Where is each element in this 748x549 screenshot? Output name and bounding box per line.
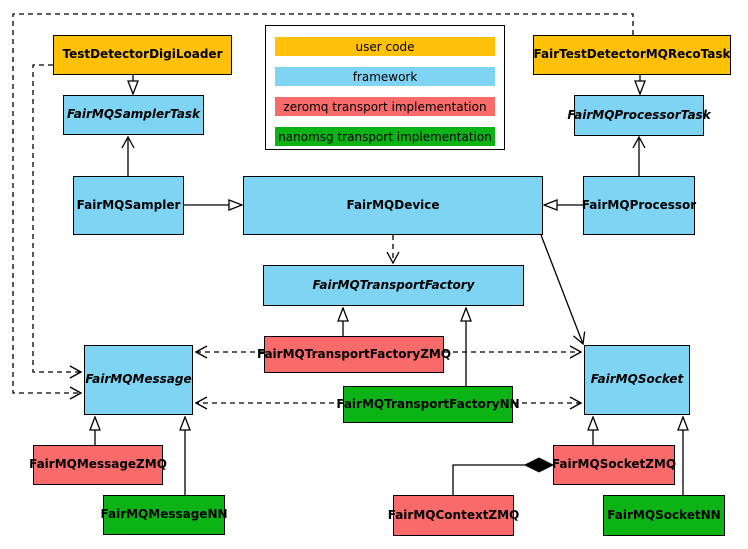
- node-fairmq-device: FairMQDevice: [243, 176, 543, 235]
- node-fairmq-sampler-task: FairMQSamplerTask: [63, 95, 204, 135]
- node-fairmq-transport-factory-nn: FairMQTransportFactoryNN: [336, 386, 520, 423]
- node-fair-test-detector-mq-reco-task: FairTestDetectorMQRecoTask: [533, 35, 731, 75]
- composition-diamond-icon: [523, 457, 555, 473]
- node-fairmq-transport-factory-zmq: FairMQTransportFactoryZMQ: [257, 336, 451, 373]
- edge-socketzmq-composes-contextzmq: [452, 457, 555, 495]
- node-test-detector-digi-loader: TestDetectorDigiLoader: [53, 35, 232, 75]
- legend-item-user-code: user code: [275, 37, 495, 56]
- node-fairmq-message-nn: FairMQMessageNN: [100, 495, 228, 535]
- node-fairmq-processor: FairMQProcessor: [582, 176, 696, 235]
- node-fairmq-transport-factory: FairMQTransportFactory: [263, 265, 524, 306]
- node-fairmq-socket: FairMQSocket: [584, 345, 690, 415]
- node-fairmq-processor-task: FairMQProcessorTask: [567, 95, 711, 136]
- node-fairmq-socket-zmq: FairMQSocketZMQ: [552, 445, 676, 485]
- node-fairmq-message-zmq: FairMQMessageZMQ: [29, 445, 167, 485]
- legend-item-zeromq: zeromq transport implementation: [275, 97, 495, 116]
- legend-item-nanomsg: nanomsg transport implementation: [275, 127, 495, 146]
- node-fairmq-sampler: FairMQSampler: [73, 176, 184, 235]
- legend-item-framework: framework: [275, 67, 495, 86]
- node-fairmq-context-zmq: FairMQContextZMQ: [388, 495, 519, 536]
- node-fairmq-socket-nn: FairMQSocketNN: [603, 495, 725, 536]
- node-fairmq-message: FairMQMessage: [84, 345, 193, 415]
- edge-device-uses-socket: [540, 234, 583, 344]
- legend: user code framework zeromq transport imp…: [265, 25, 505, 150]
